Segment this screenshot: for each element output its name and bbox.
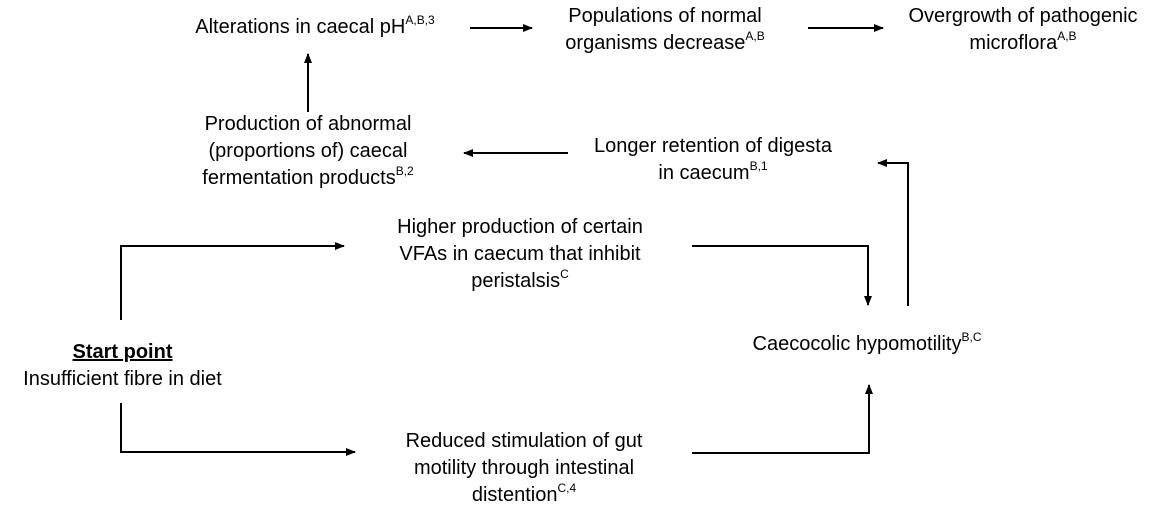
node-line: peristalsisC — [471, 267, 569, 292]
node-line: in caecumB,1 — [658, 159, 768, 184]
node-line: (proportions of) caecal — [208, 140, 408, 162]
node-line: Production of abnormal — [204, 113, 412, 135]
node-production-of-abnormal-products: Production of abnormal (proportions of) … — [166, 111, 450, 192]
arrow-higher-vfa-to-hypomotility — [692, 245, 872, 306]
node-higher-production-of-vfas: Higher production of certain VFAs in cae… — [356, 214, 684, 295]
node-line: Longer retention of digesta — [594, 135, 832, 157]
node-populations-of-normal-organisms: Populations of normal organisms decrease… — [530, 3, 800, 57]
node-line: Caecocolic hypomotilityB,C — [752, 330, 982, 355]
node-line: distentionC,4 — [471, 481, 577, 506]
node-line: fermentation productsB,2 — [202, 164, 414, 189]
start-point-heading: Start point — [72, 341, 173, 363]
node-line: Alterations in caecal pHA,B,3 — [195, 13, 435, 38]
node-line: Higher production of certain — [397, 216, 643, 238]
node-line: motility through intestinal — [413, 457, 635, 479]
node-reduced-stimulation-of-gut-motility: Reduced stimulation of gut motility thro… — [365, 428, 683, 509]
node-line: Insufficient fibre in diet — [23, 368, 222, 390]
node-overgrowth-of-pathogenic-microflora: Overgrowth of pathogenic microfloraA,B — [888, 3, 1158, 57]
node-line: Populations of normal — [568, 5, 762, 27]
node-start-point: Start point Insufficient fibre in diet — [0, 339, 245, 393]
node-line: Overgrowth of pathogenic — [908, 5, 1138, 27]
node-line: Reduced stimulation of gut — [405, 430, 643, 452]
node-caecocolic-hypomotility: Caecocolic hypomotilityB,C — [722, 331, 1012, 358]
node-longer-retention-of-digesta: Longer retention of digesta in caecumB,1 — [568, 133, 858, 187]
node-line: microfloraA,B — [969, 29, 1077, 54]
node-line: VFAs in caecum that inhibit — [399, 243, 641, 265]
arrow-reduced-stimulation-to-hypomotility — [692, 384, 873, 454]
node-line: organisms decreaseA,B — [565, 29, 765, 54]
arrow-start-to-higher-vfa — [120, 242, 345, 320]
arrow-hypomotility-to-retention — [877, 159, 909, 306]
node-alterations-in-caecal-ph: Alterations in caecal pHA,B,3 — [170, 14, 460, 41]
arrow-start-to-reduced-stimulation — [120, 403, 356, 456]
